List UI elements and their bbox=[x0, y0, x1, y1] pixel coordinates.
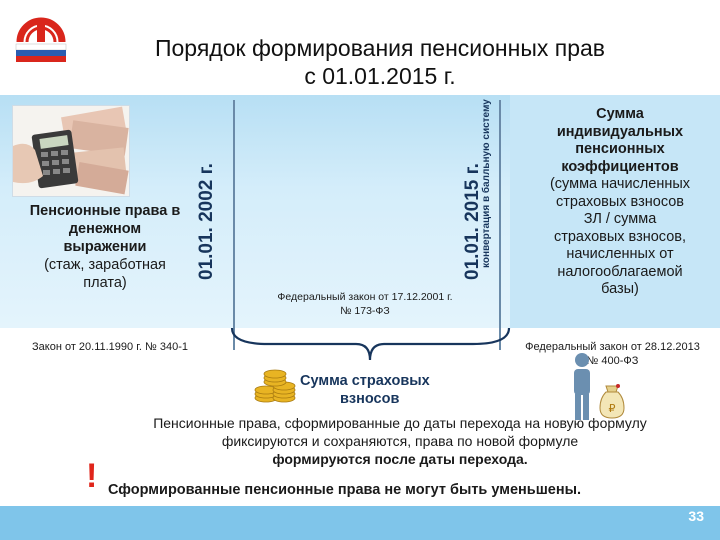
money-calculator-image bbox=[12, 105, 130, 197]
divider-2002 bbox=[233, 100, 235, 350]
rights-note-text: Пенсионные права, сформированные до даты… bbox=[153, 415, 647, 467]
coefficients-panel bbox=[510, 95, 720, 328]
warning-text: Сформированные пенсионные права не могут… bbox=[108, 482, 582, 498]
coefficients-text: Сумма индивидуальных пенсионных коэффици… bbox=[549, 106, 691, 297]
insurance-sum-text: Сумма страховых взносов bbox=[300, 373, 430, 407]
exclamation-icon: ! bbox=[86, 457, 98, 495]
pfr-logo-icon bbox=[10, 8, 72, 64]
monetary-rights-text: Пенсионные права в денежном выражении (с… bbox=[29, 203, 181, 291]
divider-2015 bbox=[499, 100, 501, 350]
svg-text:₽: ₽ bbox=[609, 402, 616, 415]
coins-icon bbox=[254, 369, 296, 403]
conversion-label: конвертация в балльную систему bbox=[481, 99, 492, 268]
date-2002-label: 01.01. 2002 г. bbox=[196, 163, 217, 280]
page-number: 33 bbox=[688, 508, 704, 524]
law-2001-text: Федеральный закон от 17.12.2001 г. № 173… bbox=[277, 291, 453, 317]
person-with-money-bag-icon: ₽ bbox=[574, 353, 625, 420]
footer-bar bbox=[0, 506, 720, 540]
curly-brace-icon bbox=[230, 327, 511, 361]
law-1990-text: Закон от 20.11.1990 г. № 340-1 bbox=[32, 341, 188, 353]
page-title: Порядок формирования пенсионных прав с 0… bbox=[154, 35, 606, 89]
law-2013-text: Федеральный закон от 28.12.2013 № 400-ФЗ bbox=[525, 341, 700, 367]
